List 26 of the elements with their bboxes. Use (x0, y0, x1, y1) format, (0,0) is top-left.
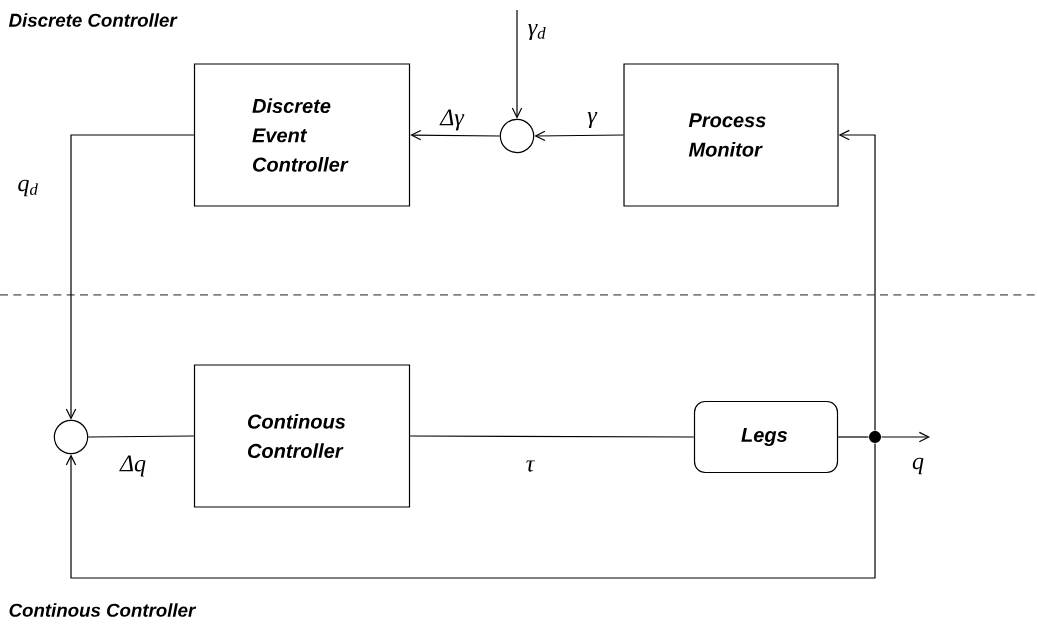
connector (881, 431, 930, 443)
connector (410, 129, 501, 141)
connector (409, 435, 695, 438)
connector (65, 443, 876, 579)
section-heading: Continous Controller (9, 603, 197, 617)
connector (511, 9, 523, 119)
summing-junction (53, 419, 89, 455)
connector (534, 130, 624, 142)
block-box: Process Monitor (623, 63, 839, 207)
edge-label: γ$_{d}$ (526, 22, 548, 42)
edge-label: Δγ (438, 108, 466, 132)
connector (65, 134, 195, 420)
edge-label: γ (585, 110, 599, 130)
rounded-block-box: Legs (693, 400, 839, 474)
section-heading: Discrete Controller (8, 13, 178, 27)
connector (838, 129, 876, 431)
edge-label: τ (524, 459, 536, 473)
connector (837, 436, 869, 438)
edge-label: q$_{d}$ (16, 178, 40, 198)
connector (87, 435, 195, 438)
branch-point (869, 431, 881, 443)
block-box: Discrete Event Controller (193, 63, 411, 207)
edge-label: Δq (118, 454, 148, 478)
summing-junction (499, 118, 535, 154)
edge-label: q (910, 456, 926, 476)
block-box: Continous Controller (193, 364, 411, 508)
